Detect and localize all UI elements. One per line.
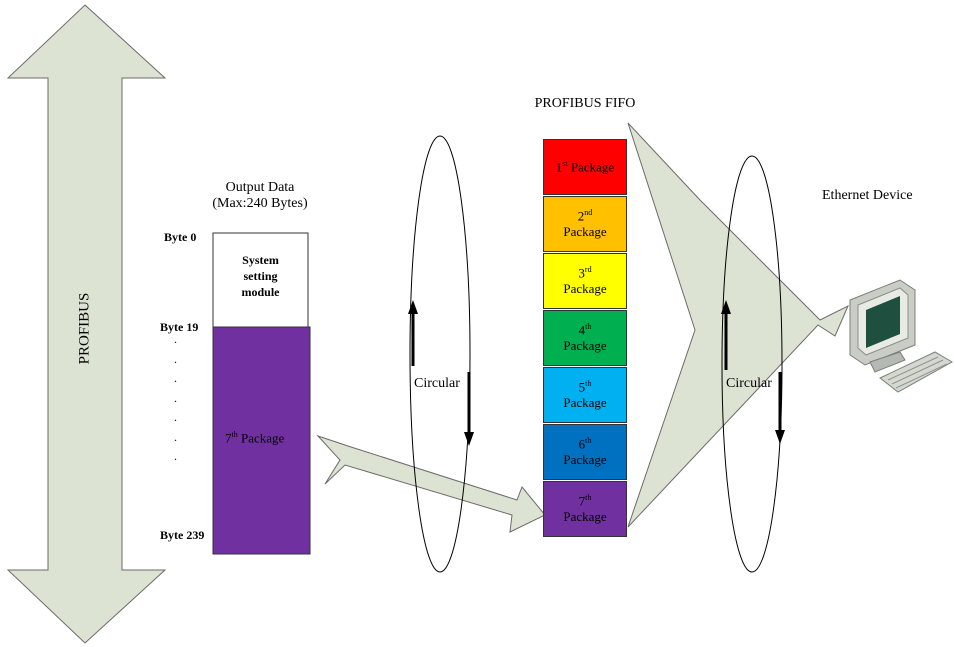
output-data-title-line2: (Max:240 Bytes) xyxy=(212,196,308,211)
byte-0-label: Byte 0 xyxy=(164,230,197,244)
byte-dots: . . . . . . . xyxy=(174,330,177,467)
fifo-package-sup: st xyxy=(562,158,568,168)
profibus-label: PROFIBUS xyxy=(76,292,93,365)
fifo-package-num: 2 xyxy=(577,208,585,224)
fifo-package-sup: th xyxy=(585,436,592,446)
dot: . xyxy=(174,449,177,463)
fifo-package-ordinal: 5th xyxy=(544,379,626,395)
system-module-line2: setting xyxy=(243,269,278,283)
circular-label-right: Circular xyxy=(726,376,772,391)
fifo-package-num: 4 xyxy=(578,322,586,338)
fifo-package-word: Package xyxy=(563,394,607,410)
fifo-package-num: 3 xyxy=(578,265,585,281)
fifo-package-num: 7 xyxy=(578,493,586,509)
transfer-arrow xyxy=(316,434,546,533)
system-module-line1: System xyxy=(242,253,279,267)
output-package-word: Package xyxy=(240,430,285,446)
fifo-package-word: Package xyxy=(563,508,607,524)
fifo-package-num: 5 xyxy=(578,379,586,395)
byte-239-label: Byte 239 xyxy=(160,528,205,542)
fifo-package-sup: th xyxy=(585,322,592,332)
fifo-package-word: Package xyxy=(563,451,607,467)
circular-label-left: Circular xyxy=(414,376,460,391)
fifo-package-text: 1st Package xyxy=(544,159,626,175)
fifo-title: PROFIBUS FIFO xyxy=(534,96,636,111)
output-data-title-line1: Output Data xyxy=(225,180,295,195)
dot: . xyxy=(174,371,177,385)
system-setting-module-label: System setting module xyxy=(213,252,308,300)
dot: . xyxy=(174,332,177,346)
fifo-package-word: Package xyxy=(563,223,607,239)
fifo-package-num: 6 xyxy=(578,436,586,452)
output-7th-package-label: 7th Package xyxy=(225,430,284,446)
output-data-title: Output Data (Max:240 Bytes) xyxy=(190,180,330,212)
fifo-package-num: 1 xyxy=(555,159,563,175)
system-setting-module-box xyxy=(212,232,309,329)
dot: . xyxy=(174,390,177,405)
fifo-package-ordinal: 4th xyxy=(544,322,626,338)
fifo-package-ordinal: 7th xyxy=(544,493,626,509)
output-package-sup: th xyxy=(231,430,238,439)
fifo-package-word: Package xyxy=(563,280,607,296)
byte-19-label: Byte 19 xyxy=(160,320,199,334)
fifo-package-ordinal: 3rd xyxy=(544,265,626,281)
dot: . xyxy=(174,429,177,444)
fifo-package-sup: rd xyxy=(584,265,592,275)
fifo-package-1: 1st Package xyxy=(543,139,627,195)
fifo-package-word: Package xyxy=(570,159,615,175)
fifo-package-ordinal: 6th xyxy=(544,436,626,452)
dot: . xyxy=(174,410,177,424)
output-package-num: 7 xyxy=(225,430,232,446)
fifo-package-sup: th xyxy=(585,493,592,503)
computer-icon xyxy=(849,279,954,393)
fifo-package-ordinal: 2nd xyxy=(544,208,626,224)
dot: . xyxy=(174,351,177,366)
output-package-box xyxy=(212,326,311,555)
fifo-package-sup: nd xyxy=(584,208,593,218)
circular-ellipse-left xyxy=(409,135,471,573)
fifo-to-ethernet-arrow xyxy=(627,122,850,528)
circular-ellipse-right xyxy=(721,155,783,573)
system-module-line3: module xyxy=(241,285,280,299)
fifo-package-sup: th xyxy=(585,379,592,389)
ethernet-device-label: Ethernet Device xyxy=(822,188,913,203)
fifo-package-word: Package xyxy=(563,337,607,353)
profibus-double-arrow xyxy=(6,4,167,644)
